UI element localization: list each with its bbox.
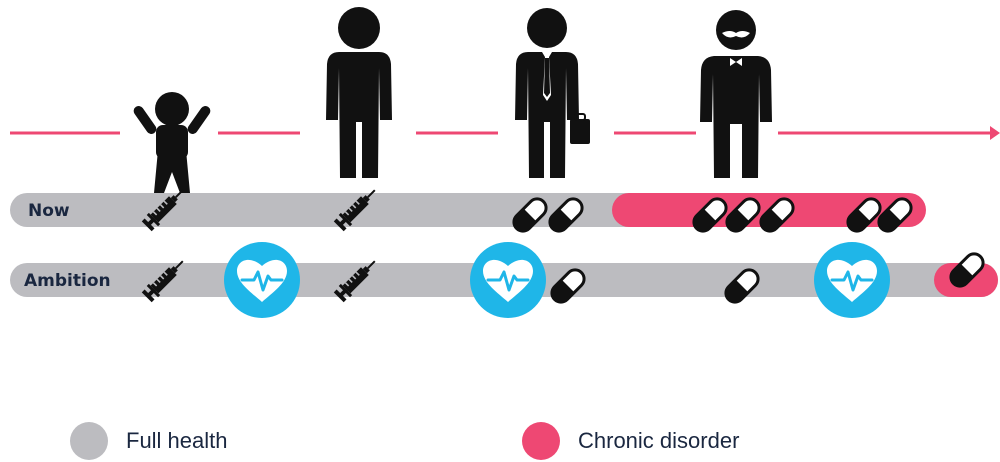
legend-full-health-label: Full health xyxy=(126,428,228,453)
chronic-disorder-swatch xyxy=(522,422,560,460)
heart-check-icon xyxy=(468,240,548,320)
baby-icon xyxy=(133,92,211,193)
heart-check-icon xyxy=(812,240,892,320)
legend-chronic-disorder-label: Chronic disorder xyxy=(578,428,740,453)
ambition-row-label: Ambition xyxy=(24,271,111,291)
now-row-label: Now xyxy=(28,201,70,221)
legend-full-health: Full health xyxy=(70,422,228,460)
heart-check-icon xyxy=(222,240,302,320)
adult-icon xyxy=(326,7,392,178)
ambition-row-icons xyxy=(140,240,989,320)
elderly-person-icon xyxy=(700,10,772,178)
timeline-arrow xyxy=(10,126,1000,140)
business-person-icon xyxy=(515,8,590,178)
legend-chronic-disorder: Chronic disorder xyxy=(522,422,739,460)
full-health-swatch xyxy=(70,422,108,460)
